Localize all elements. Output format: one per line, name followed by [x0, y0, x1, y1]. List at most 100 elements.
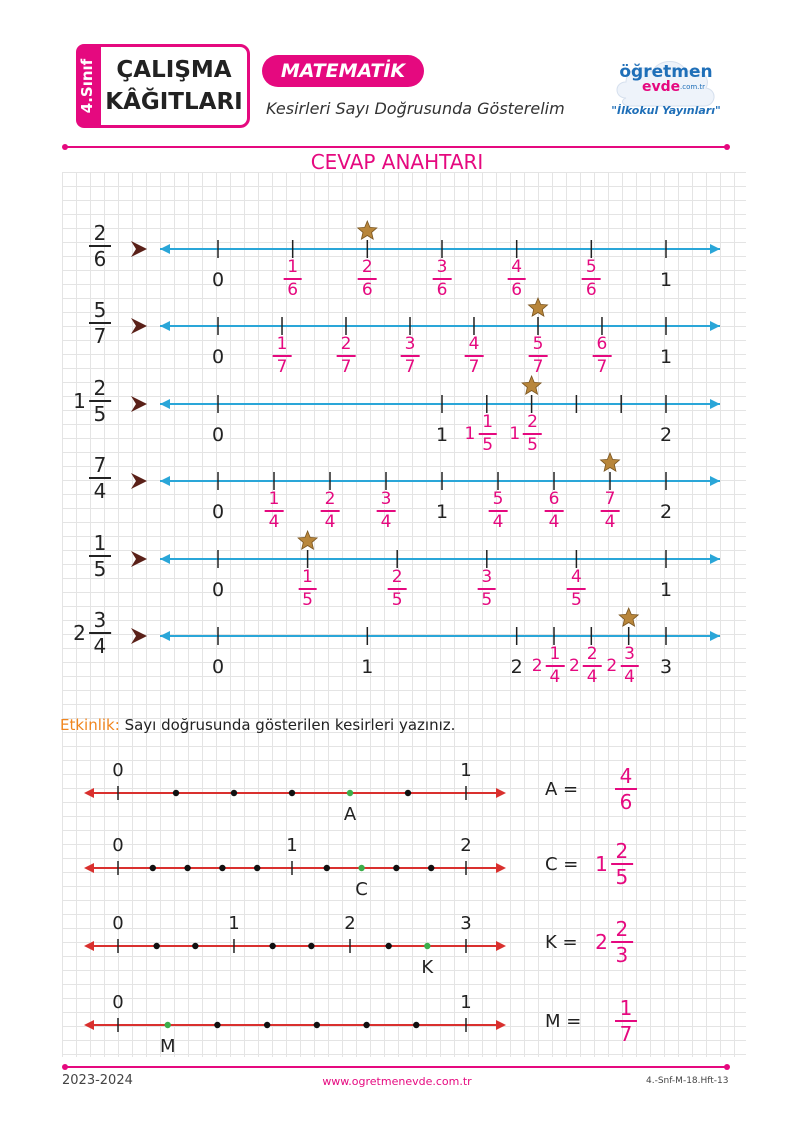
point: [219, 864, 226, 872]
arrow-head-icon: [84, 941, 94, 951]
activity-text: Sayı doğrusunda gösterilen kesirleri yaz…: [124, 716, 456, 734]
fraction-denominator: 5: [302, 590, 313, 610]
arrow-head-icon: [710, 554, 720, 564]
activity-number-line: [84, 786, 506, 800]
fraction-denominator: 7: [468, 357, 480, 377]
fraction-whole: 2: [569, 656, 580, 676]
fraction-numerator: 1: [302, 567, 313, 587]
logo-tagline: "İlkokul Yayınları": [611, 104, 721, 117]
footer-code: 4.-Snf-M-18.Hft-13: [646, 1076, 729, 1086]
chevron-right-icon: [130, 240, 148, 262]
fraction-numerator: 3: [380, 489, 392, 509]
fraction-bar: [477, 588, 497, 590]
arrow-head-icon: [710, 399, 720, 409]
number-label: 2: [460, 835, 472, 856]
fraction-numerator: 1: [482, 412, 494, 432]
fraction-bar: [523, 433, 542, 435]
fraction-denominator: 7: [404, 357, 416, 377]
cloud-icon: [616, 61, 715, 107]
fraction-denominator: 3: [615, 943, 629, 967]
number-line: [160, 451, 720, 490]
fraction-numerator: 1: [268, 489, 280, 509]
fraction-numerator: 2: [391, 567, 403, 587]
divider-dot: [724, 144, 730, 150]
fraction-denominator: 7: [276, 357, 288, 377]
fraction-numerator: 7: [604, 489, 616, 509]
fraction-denominator: 5: [93, 557, 107, 581]
fraction-denominator: 4: [549, 667, 561, 687]
fraction-bar: [336, 355, 356, 357]
number-label: 3: [460, 913, 472, 934]
highlighted-point: [424, 942, 431, 950]
answer-key-title: CEVAP ANAHTARI: [310, 150, 484, 174]
fraction-numerator: 4: [468, 334, 480, 354]
fraction-denominator: 4: [93, 634, 107, 658]
number-label: 0: [112, 760, 124, 781]
answer-letter: K =: [545, 932, 578, 953]
fraction-denominator: 6: [511, 280, 523, 300]
fraction-bar: [581, 278, 601, 280]
arrow-head-icon: [496, 863, 506, 873]
number-label: 0: [211, 656, 225, 678]
fraction-bar: [400, 355, 420, 357]
footer-website[interactable]: www.ogretmenevde.com.tr: [322, 1075, 472, 1088]
fraction-whole: 2: [595, 930, 608, 954]
fraction-whole: 1: [464, 424, 476, 444]
fraction-bar: [320, 510, 340, 512]
fraction-denominator: 4: [624, 667, 635, 687]
star-marker-icon: [521, 374, 543, 395]
number-label: 1: [435, 501, 449, 523]
number-label: 0: [211, 269, 225, 291]
fraction-bar: [478, 433, 498, 435]
footer-divider: [66, 1066, 726, 1068]
fraction-denominator: 6: [287, 280, 299, 300]
fraction-bar: [432, 278, 452, 280]
point: [323, 864, 330, 872]
number-label: 0: [112, 992, 124, 1013]
number-label: 0: [112, 913, 124, 934]
number-label: 0: [211, 579, 225, 601]
chevron-right-icon: [130, 317, 148, 339]
point: [269, 942, 276, 950]
footer-year: 2023-2024: [62, 1073, 133, 1088]
fraction-numerator: 2: [340, 334, 352, 354]
point: [413, 1021, 420, 1029]
fraction-denominator: 7: [532, 357, 544, 377]
fraction-bar: [464, 355, 484, 357]
fraction-bar: [600, 510, 620, 512]
number-label: 1: [659, 346, 673, 368]
fraction-numerator: 2: [527, 412, 538, 432]
point: [428, 864, 435, 872]
star-marker-icon: [297, 529, 319, 550]
fraction-bar: [567, 588, 586, 590]
fraction-denominator: 7: [619, 1022, 633, 1046]
fraction-denominator: 7: [340, 357, 352, 377]
fraction-bar: [582, 665, 602, 667]
logo-evde: evde: [642, 79, 681, 95]
point: [214, 1021, 221, 1029]
point: [288, 789, 296, 797]
divider-dot: [62, 1064, 68, 1070]
fraction-numerator: 3: [436, 257, 448, 277]
